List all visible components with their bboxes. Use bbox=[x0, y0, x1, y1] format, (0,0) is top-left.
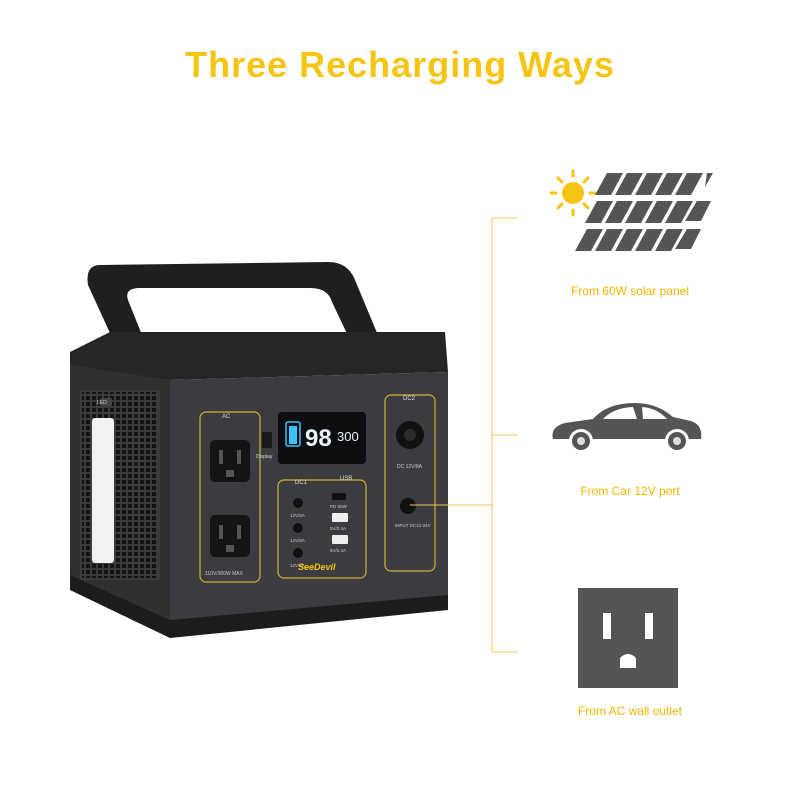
usb-label: USB bbox=[340, 476, 352, 482]
dc-usb-section bbox=[277, 479, 367, 579]
battery-icon bbox=[285, 421, 301, 447]
front-panel bbox=[170, 372, 448, 625]
wall-outlet-icon bbox=[578, 588, 678, 688]
ac-label: AC bbox=[222, 414, 231, 420]
ac-outlet-2[interactable] bbox=[210, 515, 250, 557]
top-lid bbox=[70, 332, 448, 380]
watts-readout: 300 bbox=[337, 429, 359, 444]
ac-outlet-1[interactable] bbox=[210, 440, 250, 482]
led-button[interactable] bbox=[100, 398, 112, 406]
usb-a1-label: 5V/2.4A bbox=[330, 526, 346, 531]
dc2-label: DC2 bbox=[403, 396, 416, 402]
dc-port-b-label: 12V/3A bbox=[290, 538, 305, 543]
input-port[interactable] bbox=[400, 498, 416, 514]
dc-car-label: DC 12V/8A bbox=[397, 464, 423, 470]
input-label: INPUT DC12-24V bbox=[395, 523, 431, 528]
outlet-caption: From AC wall outlet bbox=[577, 704, 683, 718]
display-button[interactable] bbox=[262, 432, 272, 448]
led-light-panel bbox=[92, 418, 114, 563]
car-socket[interactable] bbox=[396, 421, 424, 449]
power-station-illustration: LED AC 110V/300W MAX Display 98 300 bbox=[70, 262, 448, 638]
handle bbox=[87, 262, 380, 355]
page-title: Three Recharging Ways bbox=[185, 44, 615, 85]
car-icon bbox=[552, 403, 702, 453]
solar-caption: From 60W solar panel bbox=[570, 284, 690, 298]
display-button-label: Display bbox=[256, 454, 273, 460]
led-label: LED bbox=[97, 400, 107, 406]
solar-panel-icon bbox=[549, 169, 713, 251]
brand-logo: SeeDevil bbox=[298, 562, 336, 572]
sun-icon bbox=[549, 169, 597, 217]
battery-percent: 98 bbox=[305, 425, 332, 452]
power-station-image: LED AC 110V/300W MAX Display 98 300 bbox=[50, 240, 480, 660]
dc2-section bbox=[384, 394, 436, 572]
dc1-label: DC1 bbox=[295, 480, 308, 486]
car-caption: From Car 12V port bbox=[580, 484, 680, 498]
dc-port-c-label: 12V/3A bbox=[290, 563, 305, 568]
ac-rating: 110V/300W MAX bbox=[205, 571, 244, 577]
dc-port-a-label: 12V/3A bbox=[290, 513, 305, 518]
usb-pd-label: PD 60W bbox=[330, 504, 348, 509]
usb-ports[interactable] bbox=[332, 493, 348, 544]
dc-ports[interactable] bbox=[293, 498, 303, 558]
solar-cells bbox=[575, 173, 713, 251]
usb-a2-label: 5V/2.4A bbox=[330, 548, 346, 553]
base bbox=[70, 575, 448, 638]
ac-section bbox=[199, 411, 261, 583]
